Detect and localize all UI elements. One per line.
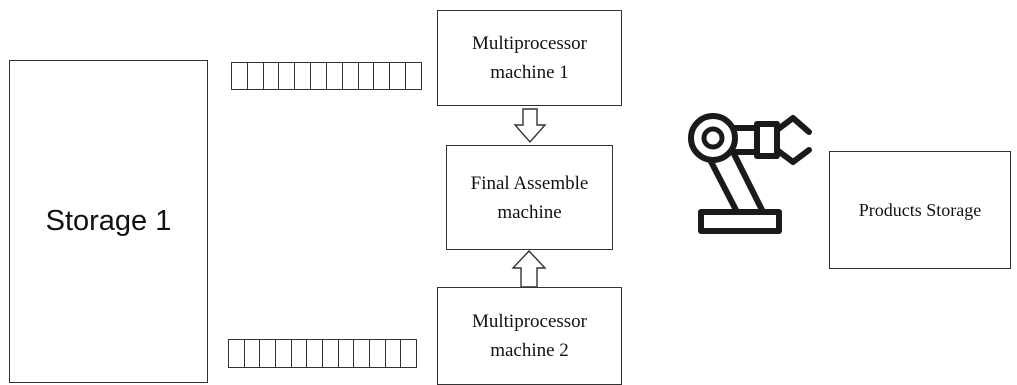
multiprocessor-machine-2-label: Multiprocessor machine 2	[471, 311, 588, 361]
robotic-arm-icon	[688, 113, 812, 234]
final-assemble-machine-box: Final Assemble machine	[446, 145, 613, 250]
storage-1-label: Storage 1	[45, 205, 172, 237]
hollow-arrow-up-icon	[511, 249, 547, 288]
buffer-slot	[307, 340, 324, 367]
buffer-slot	[295, 63, 312, 89]
buffer-slot	[339, 340, 355, 367]
buffer-slot	[292, 340, 308, 367]
buffer-slot	[359, 63, 375, 89]
products-storage-box: Products Storage	[829, 151, 1011, 269]
storage-1-box: Storage 1	[9, 60, 208, 383]
buffer-slot	[406, 63, 421, 89]
buffer-slot	[279, 63, 296, 89]
buffer-slot	[343, 63, 359, 89]
buffer-slot	[354, 340, 371, 367]
products-storage-label: Products Storage	[858, 199, 982, 220]
buffer-slot	[327, 63, 343, 89]
multiprocessor-machine-1-label: Multiprocessor machine 1	[471, 33, 588, 83]
final-assemble-machine-label: Final Assemble machine	[470, 172, 589, 223]
buffer-slot	[370, 340, 386, 367]
buffer-slot	[248, 63, 264, 89]
buffer-slot	[401, 340, 416, 367]
buffer-slot	[229, 340, 245, 367]
buffer-slot	[245, 340, 261, 367]
hollow-arrow-down-icon	[513, 108, 547, 144]
buffer-queue-top	[231, 62, 422, 90]
buffer-slot	[260, 340, 277, 367]
buffer-slot	[323, 340, 339, 367]
buffer-slot	[390, 63, 407, 89]
buffer-slot	[264, 63, 280, 89]
buffer-slot	[374, 63, 391, 89]
multiprocessor-machine-2-box: Multiprocessor machine 2	[437, 287, 622, 385]
buffer-slot	[386, 340, 402, 367]
buffer-slot	[276, 340, 292, 367]
buffer-slot	[232, 63, 248, 89]
multiprocessor-machine-1-box: Multiprocessor machine 1	[437, 10, 622, 106]
buffer-slot	[311, 63, 327, 89]
buffer-queue-bottom	[228, 339, 417, 368]
